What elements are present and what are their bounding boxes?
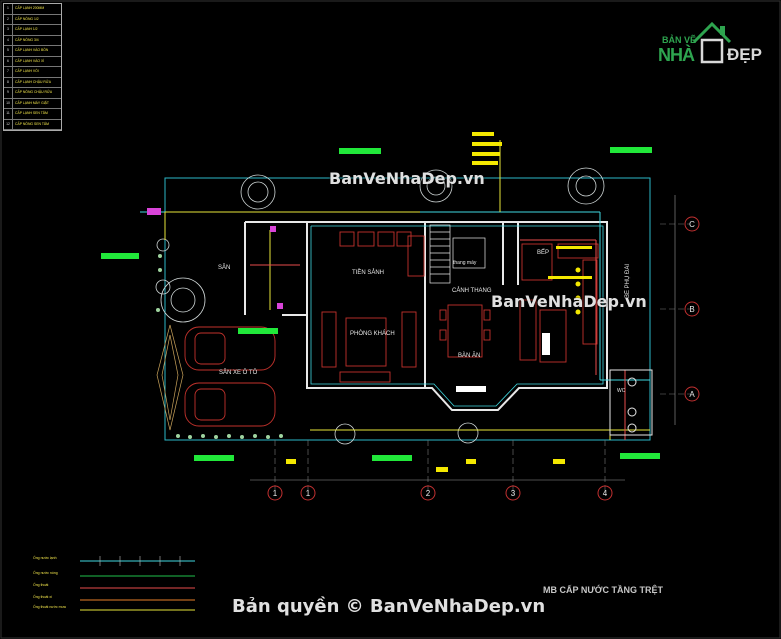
col-axis-label-2: 2 [426,489,431,498]
watermark-middle: BanVeNhaDep.vn [491,292,647,311]
white-blocks [456,333,550,392]
col-axis-label-4: 4 [603,489,608,498]
legend-row-text: CẤP LẠNH 1/2 [15,27,38,31]
line-legend-ticks [99,556,181,566]
legend-row-number: 1 [4,4,13,14]
legend-row-number: 2 [4,14,13,24]
legend-row-number: 6 [4,56,13,66]
room-label-wc: WC [617,388,626,394]
legend-row-number: 4 [4,35,13,45]
house-icon [692,21,732,64]
trees [155,167,605,445]
gate-pattern [156,324,184,431]
building-walls-inner [310,225,604,407]
line-legend-label: Ống nước nóng [33,571,58,575]
legend-row-text: CẤP LẠNH VÒI [15,69,39,73]
site-boundary [164,177,651,441]
watermark-copyright: Bản quyền © BanVeNhaDep.vn [232,596,546,617]
row-axis-markers [684,216,700,402]
col-axis-label-1a: 1 [273,489,278,498]
row-axis-label-a: A [689,390,695,399]
cars [184,326,276,427]
legend-row-text: CẤP NÓNG CHẬU RỬA [15,90,53,94]
stair [429,224,486,284]
label-bars [101,147,660,461]
drain-pipes [250,239,626,440]
legend-row-text: CẤP LẠNH CHẬU RỬA [15,79,51,84]
room-label-phong-khach: PHÒNG KHÁCH [350,331,395,337]
col-axis-label-3: 3 [511,489,516,498]
legend-row-text: CẤP NÓNG SEN TẮM [15,121,49,126]
legend-row-number: 8 [4,77,13,87]
room-label-san: SÂN [218,265,231,271]
legend-row-number: 7 [4,67,13,77]
legend-row-text: CẤP LẠNH MÁY GIẶT [15,100,49,105]
legend-row-number: 9 [4,88,13,98]
hedge [156,254,283,439]
legend-row-text: CẤP NÓNG 1/2 [15,16,39,21]
watermark-top: BanVeNhaDep.vn [329,169,485,188]
legend-row-text: CẤP LẠNH VÀO XÍ [15,58,45,63]
axis-labels: 1 1 2 3 4 C B A [273,220,696,498]
col-axis-markers [267,485,613,501]
legend-row-text: CẤP LẠNH 200MM [15,6,45,10]
col-axis-label-1b: 1 [306,489,311,498]
furniture [321,231,599,383]
line-legend-label: Ống thoát nước mưa [33,605,66,609]
pipe-tags [286,132,565,472]
row-axis-label-b: B [689,305,694,314]
brand-logo: BẢN VẼ NHÀ ĐẸP [654,12,772,68]
kitchen-tags [548,246,592,315]
legend-row-number: 3 [4,25,13,35]
dimension-line [250,195,676,481]
wc-room [609,369,653,436]
legend-row-number: 11 [4,109,13,119]
logo-main-text: NHÀ [658,45,695,65]
room-label-bep: BẾP [537,250,550,256]
room-label-tien-sanh: TIỀN SẢNH [352,270,385,276]
room-label-canh-thang: CẢNH THANG [452,288,492,294]
sheet-title: MB CẤP NƯỚC TẦNG TRỆT [543,585,663,595]
line-legend-label: Ống nước lạnh [33,556,57,560]
legend-row-text: CẤP LẠNH SEN TẮM [15,111,48,115]
line-legend-strokes [80,560,195,611]
row-axis-label-c: C [689,220,695,229]
logo-top-text: BẢN VẼ [662,35,697,45]
room-label-ban-an: BÀN ĂN [458,353,481,359]
building-walls [244,221,608,411]
legend-row-number: 12 [4,119,13,129]
room-label-san-xe: SÂN XE Ô TÔ [219,370,258,376]
legend-row-text: CẤP NÓNG 3/4 [15,37,39,42]
legend-row-number: 10 [4,98,13,108]
line-legend-label: Ống thoát [33,583,49,587]
line-legend-label: Ống thoát xí [33,595,53,599]
legend-row-text: CẤP LẠNH VÀO BỒN [15,48,49,52]
legend-row-number: 5 [4,46,13,56]
valves [147,208,283,309]
room-label-thang-may: thang máy [453,260,477,266]
logo-accent-text: ĐẸP [727,45,762,64]
